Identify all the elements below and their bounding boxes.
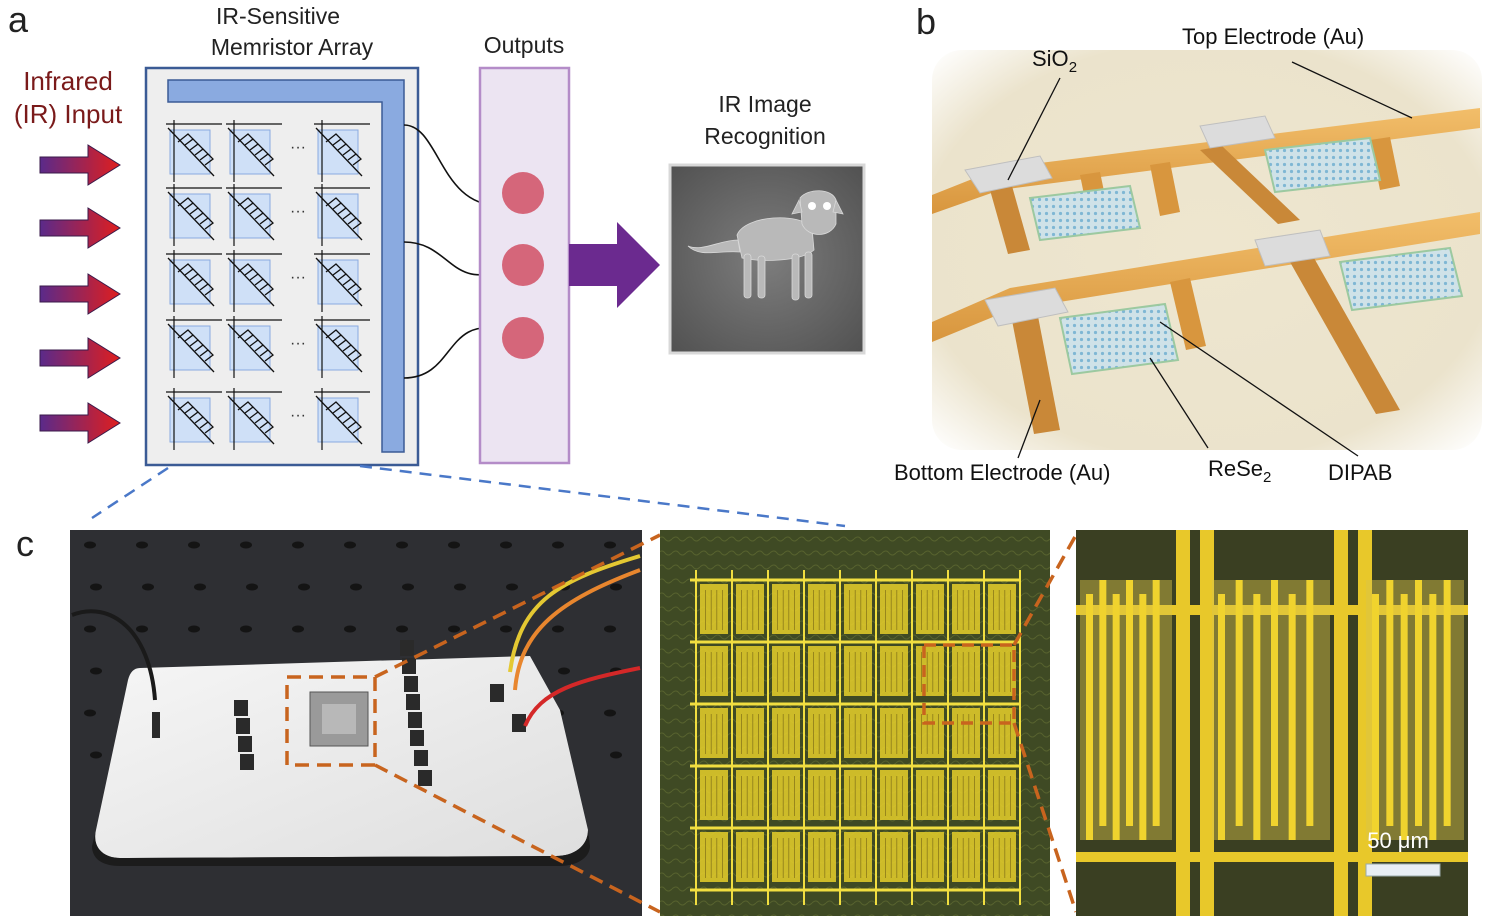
panel-letter-c: c xyxy=(16,523,34,564)
label-dipab: DIPAB xyxy=(1328,460,1392,485)
label-leaders xyxy=(1007,61,1413,459)
ir-input-label-line2: (IR) Input xyxy=(14,99,123,129)
ir-dog-image xyxy=(668,163,866,355)
panel-letter-b: b xyxy=(916,1,936,42)
memristor-cell xyxy=(314,316,370,378)
memristor-cell xyxy=(314,388,370,450)
cell-ellipsis: ··· xyxy=(290,139,306,156)
output-node-1 xyxy=(502,172,544,214)
recognition-title-line1: IR Image xyxy=(718,91,811,117)
array-title-line1: IR-Sensitive xyxy=(216,3,340,29)
cell-ellipsis: ··· xyxy=(290,335,306,352)
device-3d-render xyxy=(932,108,1480,434)
array-top-electrode-bar xyxy=(167,79,405,453)
recognition-arrow xyxy=(569,222,660,308)
recognition-title-line2: Recognition xyxy=(704,123,825,149)
photo-board xyxy=(70,530,642,916)
callout-line-right xyxy=(359,464,846,528)
panel-a: a Infrared (IR) Input IR-Sensitive Memri… xyxy=(8,0,866,467)
memristor-cell xyxy=(166,250,222,312)
memristor-cell xyxy=(226,250,282,312)
label-rese2: ReSe2 xyxy=(1208,456,1271,486)
label-bottom-electrode: Bottom Electrode (Au) xyxy=(894,460,1110,485)
memristor-cell xyxy=(314,120,370,182)
memristor-cell xyxy=(314,184,370,246)
ir-input-arrow-5 xyxy=(39,402,121,444)
cell-ellipsis: ··· xyxy=(290,407,306,424)
ir-input-arrow-2 xyxy=(39,207,121,249)
photo-microscope-array xyxy=(660,530,1050,916)
ir-input-arrow-4 xyxy=(39,337,121,379)
cell-ellipsis: ··· xyxy=(290,203,306,220)
panel-letter-a: a xyxy=(8,0,29,40)
label-top-electrode: Top Electrode (Au) xyxy=(1182,24,1364,49)
scale-bar-label: 50 μm xyxy=(1367,828,1429,853)
output-node-3 xyxy=(502,317,544,359)
memristor-cell xyxy=(166,316,222,378)
ir-input-arrow-1 xyxy=(39,144,121,186)
callout-line-left xyxy=(91,466,169,520)
panel-b: b xyxy=(894,1,1482,486)
memristor-cell xyxy=(166,184,222,246)
ir-input-label-line1: Infrared xyxy=(23,66,113,96)
bottom-electrode-2 xyxy=(1200,146,1300,224)
memristor-cells: ··· ··· ··· ··· ··· xyxy=(166,120,370,450)
bottom-electrode-4 xyxy=(1290,258,1400,414)
scale-bar xyxy=(1365,863,1441,877)
ir-input-arrows xyxy=(39,144,121,444)
array-title-line2: Memristor Array xyxy=(211,34,374,60)
output-node-2 xyxy=(502,244,544,286)
memristor-cell xyxy=(226,120,282,182)
outputs-title: Outputs xyxy=(484,32,565,58)
label-sio2: SiO2 xyxy=(1032,46,1077,76)
ir-input-arrow-3 xyxy=(39,273,121,315)
memristor-cell xyxy=(226,184,282,246)
chip-highlight-box xyxy=(285,675,377,767)
bottom-electrode-3 xyxy=(1010,306,1060,434)
memristor-cell xyxy=(226,316,282,378)
top-electrode-row-1 xyxy=(932,108,1480,214)
panel-c: c xyxy=(16,464,1468,916)
cell-highlight-box xyxy=(922,643,1016,725)
memristor-cell xyxy=(226,388,282,450)
bottom-electrode-1 xyxy=(990,186,1030,254)
memristor-cell xyxy=(166,120,222,182)
cell-ellipsis: ··· xyxy=(290,269,306,286)
memristor-cell xyxy=(314,250,370,312)
top-electrode-row-2 xyxy=(932,212,1480,342)
photo-closeup: 50 μm xyxy=(1076,530,1468,916)
memristor-cell xyxy=(166,388,222,450)
